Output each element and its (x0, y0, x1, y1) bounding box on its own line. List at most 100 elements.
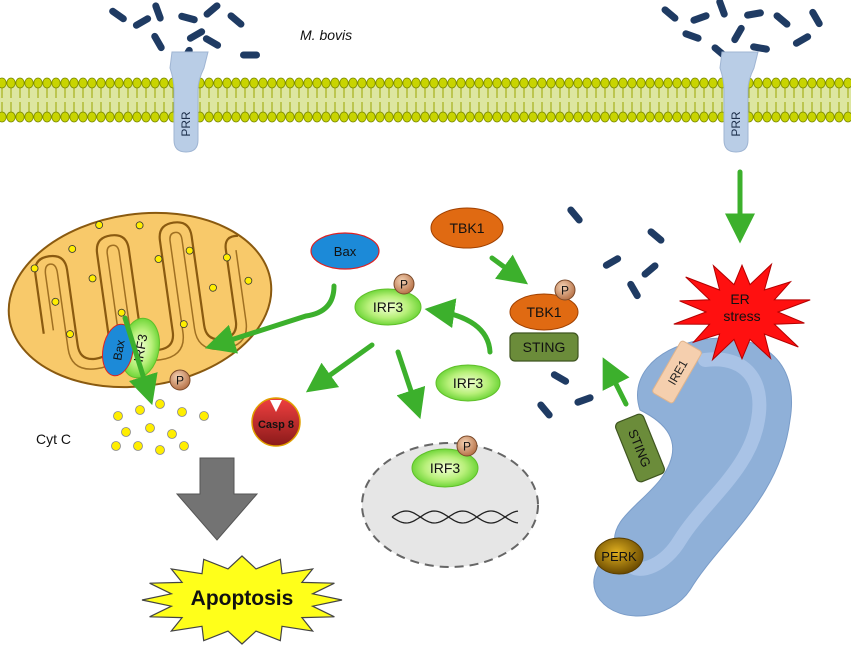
lipid-head (249, 77, 259, 89)
lipid-head (456, 111, 466, 123)
lipid-head (645, 111, 655, 123)
apoptosis-arrow (175, 457, 259, 541)
lipid-head (420, 77, 430, 89)
lipid-head (42, 111, 52, 123)
lipid-head (825, 111, 835, 123)
lipid-head (609, 77, 619, 89)
bacterium (731, 24, 745, 44)
irf3-free-label: IRF3 (453, 375, 484, 391)
lipid-head (816, 111, 826, 123)
lipid-head (294, 77, 304, 89)
lipid-head (447, 77, 457, 89)
lipid-head (402, 77, 412, 89)
lipid-head (330, 77, 340, 89)
lipid-head (78, 111, 88, 123)
lipid-head (600, 111, 610, 123)
lipid-head (78, 77, 88, 89)
lipid-head (348, 111, 358, 123)
arrow-irf3-to-nucleus (395, 349, 426, 420)
bacterium (178, 12, 198, 24)
nucleus (361, 442, 539, 568)
pathogen-label: M. bovis (300, 27, 352, 43)
lipid-head (267, 111, 277, 123)
cytochrome-c-dots (111, 399, 209, 455)
lipid-head (429, 111, 439, 123)
irf3-nucleus: IRF3 (411, 448, 479, 488)
arrow-sting-er-to-complex (602, 357, 630, 407)
lipid-head (96, 111, 106, 123)
ire1: IRE1 (652, 340, 702, 404)
cytc-dot (179, 441, 189, 451)
lipid-head (87, 111, 97, 123)
endoplasmic-reticulum (593, 337, 792, 617)
lipid-head (357, 77, 367, 89)
lipid-head (627, 77, 637, 89)
lipid-head (834, 77, 844, 89)
lipid-head (609, 111, 619, 123)
lipid-head (780, 111, 790, 123)
bacterium (641, 262, 659, 278)
cytc-dot (177, 407, 187, 417)
lipid-head (690, 111, 700, 123)
bacterium (109, 7, 127, 23)
lipid-head (105, 111, 115, 123)
lipid-head (321, 111, 331, 123)
phospho-nucleus-label: P (463, 440, 471, 454)
lipid-head (330, 111, 340, 123)
lipid-head (564, 111, 574, 123)
lipid-head (258, 77, 268, 89)
lipid-head (132, 111, 142, 123)
lipid-head (555, 77, 565, 89)
lipid-head (474, 77, 484, 89)
prr-right-label: PRR (729, 111, 743, 137)
lipid-head (366, 77, 376, 89)
lipid-head (681, 111, 691, 123)
lipid-head (231, 111, 241, 123)
lipid-head (15, 77, 25, 89)
phospho-irf3-label: P (400, 278, 408, 292)
lipid-head (645, 77, 655, 89)
bacterium (537, 401, 553, 419)
casp8-label: Casp 8 (258, 419, 294, 431)
lipid-head (843, 111, 851, 123)
lipid-head (267, 77, 277, 89)
arrow-mito-to-cytc (122, 315, 158, 406)
bacterium (647, 228, 665, 244)
lipid-head (114, 77, 124, 89)
lipid-head (348, 77, 358, 89)
lipid-head (771, 77, 781, 89)
bacterium (152, 2, 164, 22)
lipid-head (159, 77, 169, 89)
lipid-head (213, 77, 223, 89)
tbk1-bound-label: TBK1 (526, 304, 561, 320)
mito-dot (154, 255, 163, 263)
bacterium (690, 12, 710, 24)
cytc-dot (145, 423, 155, 433)
lipid-head (69, 111, 79, 123)
lipid-head (150, 77, 160, 89)
lipid-head (0, 111, 7, 123)
er-stress-burst: ER stress (673, 262, 811, 362)
lipid-head (375, 111, 385, 123)
bacterium (773, 12, 791, 28)
lipid-head (816, 77, 826, 89)
bacterium (550, 371, 570, 385)
lipid-head (303, 111, 313, 123)
mito-dot (51, 297, 60, 306)
lipid-head (321, 77, 331, 89)
cytc-dot (167, 429, 177, 439)
lipid-head (285, 77, 295, 89)
lipid-head (51, 111, 61, 123)
bacterium (744, 9, 764, 19)
lipid-head (294, 111, 304, 123)
lipid-head (510, 111, 520, 123)
lipid-head (843, 77, 851, 89)
lipid-head (825, 77, 835, 89)
lipid-head (24, 111, 34, 123)
tbk1-free-label: TBK1 (449, 220, 484, 236)
lipid-head (60, 111, 70, 123)
lipid-head (699, 77, 709, 89)
lipid-head (519, 111, 529, 123)
lipid-head (420, 111, 430, 123)
